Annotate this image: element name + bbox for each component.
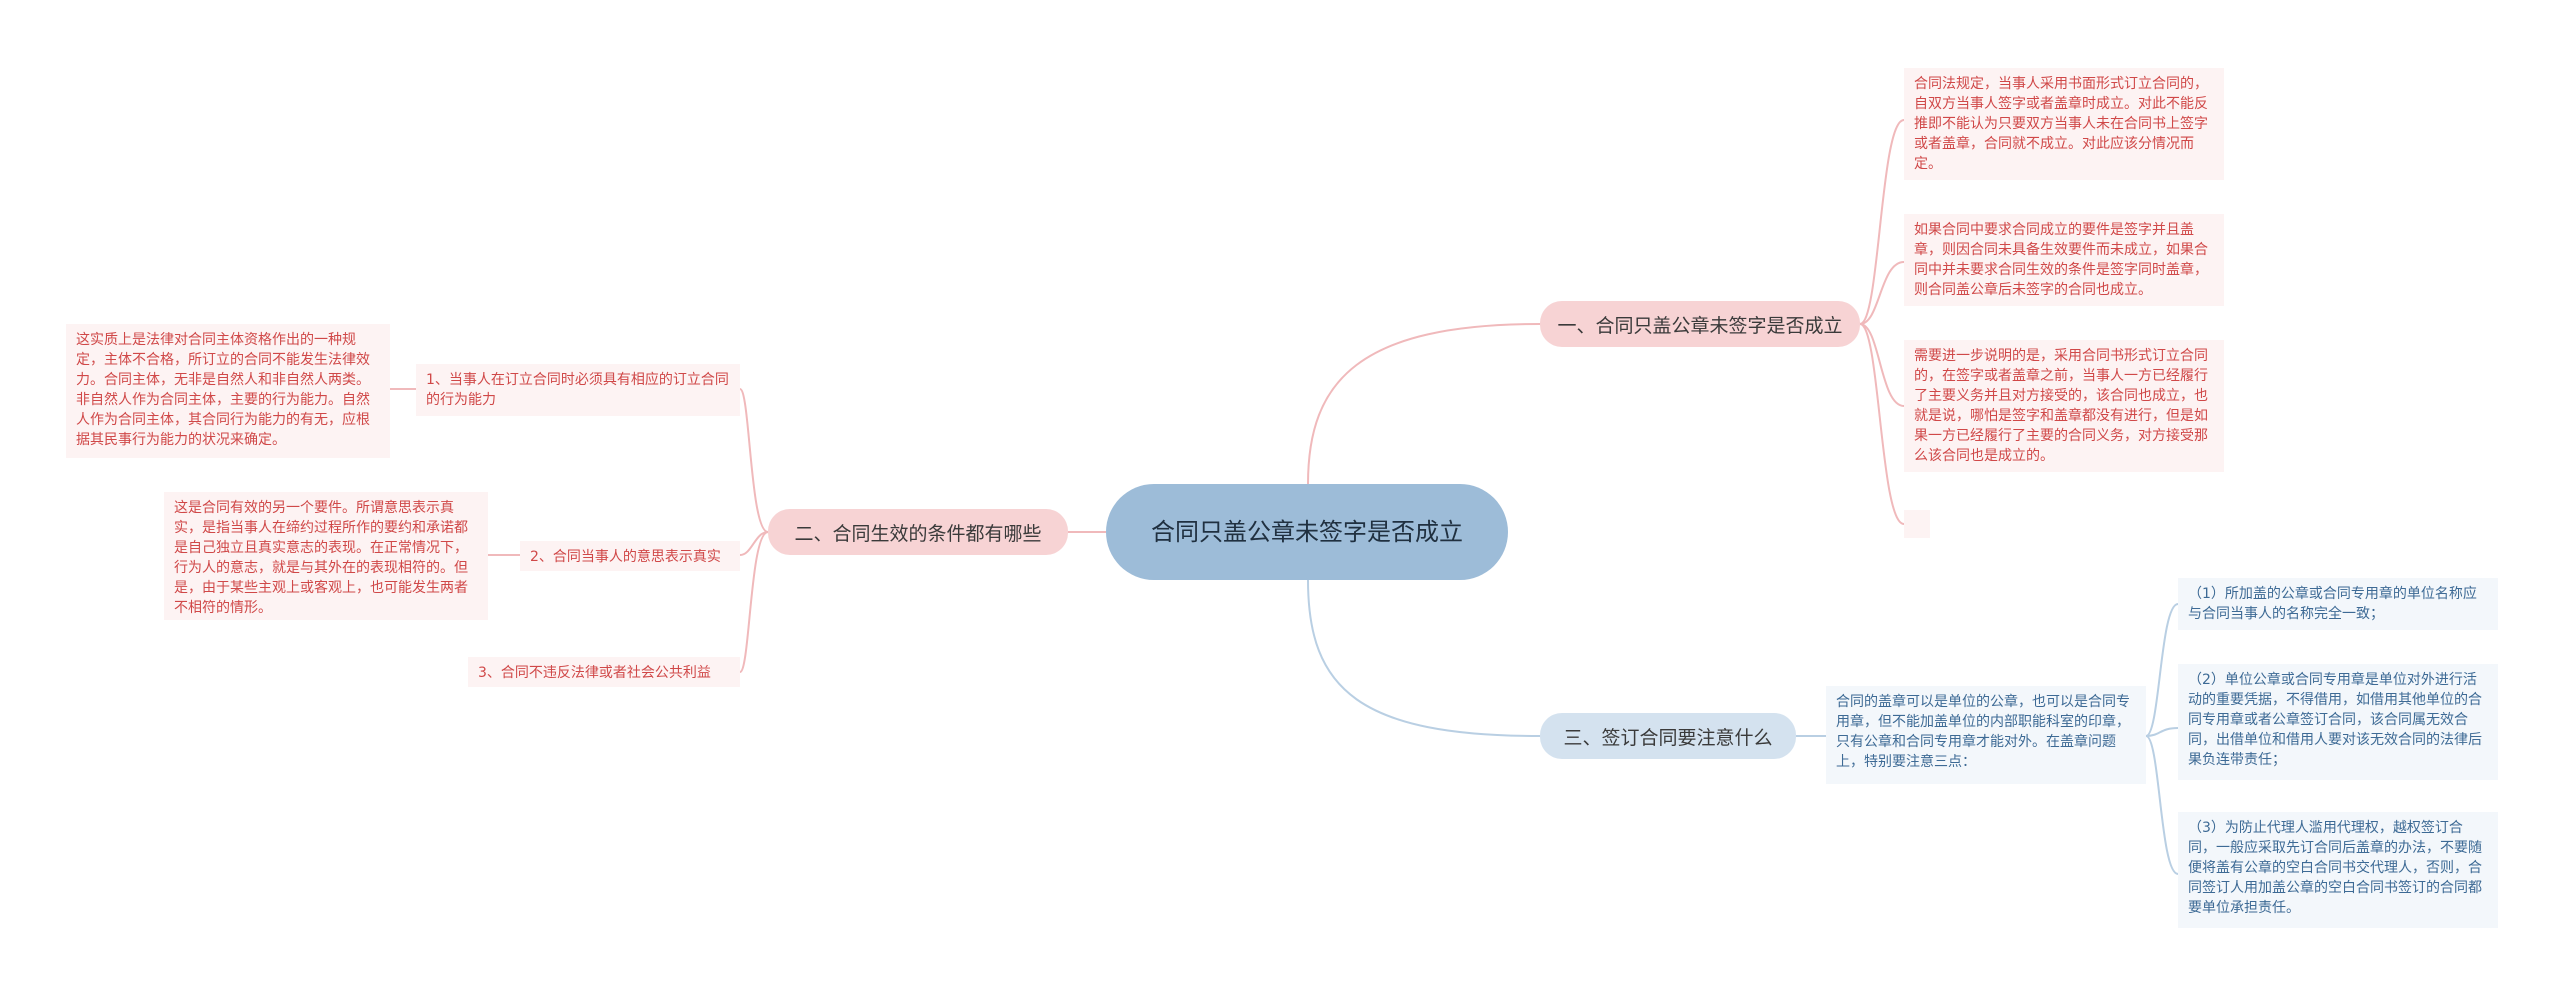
branch-2-item-2: 2、合同当事人的意思表示真实 <box>520 541 740 571</box>
connector-branch1-note4 <box>1859 323 1905 525</box>
branch-3-point-2: （2）单位公章或合同专用章是单位对外进行活动的重要凭据，不得借用，如借用其他单位… <box>2178 664 2498 780</box>
branch-2-topic[interactable]: 二、合同生效的条件都有哪些 <box>768 509 1068 555</box>
connector-branch1-note1 <box>1859 119 1905 325</box>
root-topic[interactable]: 合同只盖公章未签字是否成立 <box>1106 484 1508 580</box>
connector-branch2-item3 <box>739 531 769 673</box>
branch-1-note-1: 合同法规定，当事人采用书面形式订立合同的，自双方当事人签字或者盖章时成立。对此不… <box>1904 68 2224 180</box>
branch-1-note-3: 需要进一步说明的是，采用合同书形式订立合同的，在签字或者盖章之前，当事人一方已经… <box>1904 340 2224 472</box>
branch-3-point-3: （3）为防止代理人滥用代理权，越权签订合同，一般应采取先订合同后盖章的办法，不要… <box>2178 812 2498 928</box>
connector-intro-point2 <box>2145 727 2179 737</box>
connector-branch1-note3 <box>1859 323 1905 407</box>
branch-2-item-3: 3、合同不违反法律或者社会公共利益 <box>468 657 740 687</box>
connector-root-branch3 <box>1307 579 1541 737</box>
branch-3-topic[interactable]: 三、签订合同要注意什么 <box>1540 713 1796 759</box>
branch-1-note-2: 如果合同中要求合同成立的要件是签字并且盖章，则因合同未具备生效要件而未成立，如果… <box>1904 214 2224 306</box>
branch-3-point-1: （1）所加盖的公章或合同专用章的单位名称应与合同当事人的名称完全一致； <box>2178 578 2498 630</box>
branch-1-note-4 <box>1904 510 1930 538</box>
connector-branch1-note2 <box>1859 261 1905 325</box>
connector-root-branch1 <box>1307 323 1541 485</box>
connector-intro-point1 <box>2145 603 2179 737</box>
branch-2-item-1-detail: 这实质上是法律对合同主体资格作出的一种规定，主体不合格，所订立的合同不能发生法律… <box>66 324 390 458</box>
branch-3-intro: 合同的盖章可以是单位的公章，也可以是合同专用章，但不能加盖单位的内部职能科室的印… <box>1826 686 2146 784</box>
branch-1-topic[interactable]: 一、合同只盖公章未签字是否成立 <box>1540 301 1860 347</box>
connector-intro-point3 <box>2145 735 2179 875</box>
connector-branch2-item1 <box>739 388 769 533</box>
branch-2-item-2-detail: 这是合同有效的另一个要件。所谓意思表示真实，是指当事人在缔约过程所作的要约和承诺… <box>164 492 488 620</box>
branch-2-item-1: 1、当事人在订立合同时必须具有相应的订立合同的行为能力 <box>416 364 740 416</box>
